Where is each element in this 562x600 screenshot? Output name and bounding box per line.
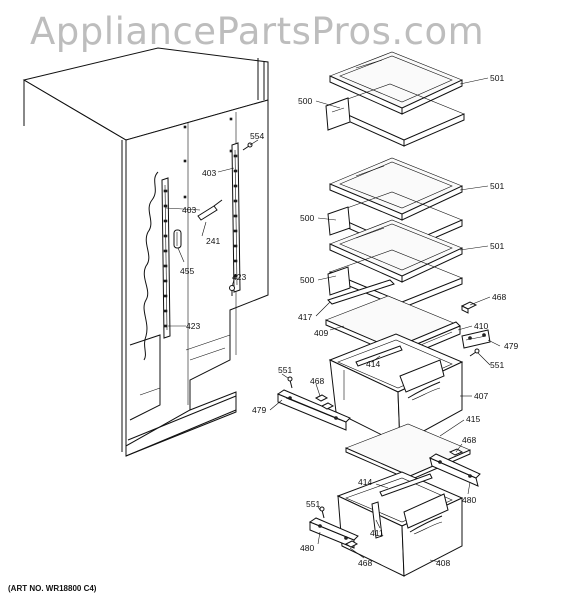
label-501-top: 501 — [490, 73, 504, 83]
glass-shelf-top — [329, 51, 463, 115]
part-number-labels: 554 403 403 241 455 423 423 500 501 501 … — [180, 73, 518, 568]
art-number: (ART NO. WR18800 C4) — [8, 584, 97, 593]
label-501-middle: 501 — [490, 181, 504, 191]
label-241: 241 — [206, 236, 220, 246]
label-403-left: 403 — [182, 205, 196, 215]
label-554: 554 — [250, 131, 264, 141]
label-468-lower: 468 — [358, 558, 372, 568]
pan-cover-frame-417 — [327, 279, 395, 305]
label-500-middle: 500 — [300, 213, 314, 223]
glass-shelf-lower — [329, 219, 463, 283]
slide-clip-468-lower — [344, 540, 359, 548]
screw-551-left — [287, 376, 293, 389]
label-500-lower: 500 — [300, 275, 314, 285]
label-500-top: 500 — [298, 96, 312, 106]
label-415: 415 — [466, 414, 480, 424]
drawer-upper-407 — [328, 333, 464, 445]
drawer-handle-414-lower — [379, 473, 433, 497]
label-403-right: 403 — [202, 168, 216, 178]
label-468-top: 468 — [492, 292, 506, 302]
shelf-ladder-rail-left — [161, 177, 171, 339]
label-417: 417 — [298, 312, 312, 322]
cabinet-floor — [125, 391, 237, 457]
label-414-lower: 414 — [358, 477, 372, 487]
label-408: 408 — [436, 558, 450, 568]
label-409: 409 — [314, 328, 328, 338]
pin-241 — [197, 199, 223, 221]
cutaway-edge — [143, 171, 159, 361]
screw-551-lower — [319, 506, 325, 519]
drawer-slide-480-left — [308, 517, 359, 549]
cabinet-liner — [125, 99, 269, 447]
shelf-ladder-rail-right — [231, 142, 241, 293]
label-551-right: 551 — [490, 360, 504, 370]
label-468-left: 468 — [310, 376, 324, 386]
screw-423 — [229, 285, 235, 296]
light-socket-455 — [173, 229, 182, 249]
label-411: 411 — [370, 528, 384, 538]
drawer-slide-479-right — [461, 329, 491, 349]
leader-lines — [165, 77, 501, 563]
label-423-left: 423 — [186, 321, 200, 331]
watermark-text: AppliancePartsPros.com — [30, 10, 485, 53]
label-501-lower: 501 — [490, 241, 504, 251]
drawer-divider-411 — [371, 501, 383, 539]
label-480-right: 480 — [462, 495, 476, 505]
label-414-upper: 414 — [366, 359, 380, 369]
label-410: 410 — [474, 321, 488, 331]
label-455: 455 — [180, 266, 194, 276]
drawer-slide-479-left — [276, 389, 351, 431]
label-480-left: 480 — [300, 543, 314, 553]
label-423-right: 423 — [232, 272, 246, 282]
screw-551-right — [469, 348, 480, 357]
drawer-handle-414-upper — [355, 345, 403, 367]
label-468-right: 468 — [462, 435, 476, 445]
fridge-cabinet — [22, 47, 269, 457]
label-407: 407 — [474, 391, 488, 401]
label-551-left: 551 — [278, 365, 292, 375]
label-479-right: 479 — [504, 341, 518, 351]
drawer-slide-480-right — [428, 453, 481, 487]
glass-shelf-middle — [329, 157, 463, 221]
label-479-left: 479 — [252, 405, 266, 415]
shelf-frame-top — [325, 83, 465, 147]
drawer-lower-408 — [336, 471, 464, 577]
label-551-lower: 551 — [306, 499, 320, 509]
slide-clip-468-left — [314, 394, 335, 410]
